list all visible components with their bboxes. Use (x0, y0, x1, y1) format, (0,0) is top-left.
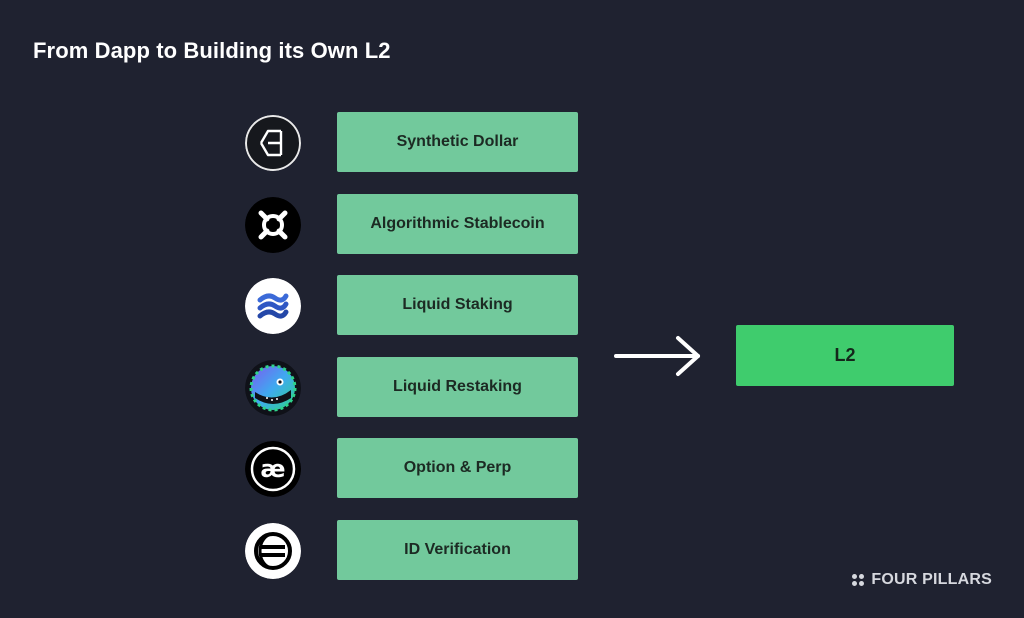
row-label-box: ID Verification (337, 520, 578, 580)
pufferfish-token-icon (245, 360, 301, 416)
row-label-box: Algorithmic Stablecoin (337, 194, 578, 254)
target-box: L2 (736, 325, 954, 386)
row-label-box: Synthetic Dollar (337, 112, 578, 172)
wave-token-icon (245, 278, 301, 334)
x-ring-token-icon (245, 197, 301, 253)
globe-token-icon (245, 523, 301, 579)
brand-logo: FOUR PILLARS (851, 571, 992, 589)
row-label-box: Option & Perp (337, 438, 578, 498)
ae-token-icon: æ (245, 441, 301, 497)
list-item: Synthetic Dollar (245, 112, 580, 174)
brand-name: FOUR PILLARS (871, 571, 992, 588)
list-item: æ Option & Perp (245, 438, 580, 500)
row-label-box: Liquid Restaking (337, 357, 578, 417)
list-item: Algorithmic Stablecoin (245, 194, 580, 256)
svg-text:æ: æ (260, 455, 285, 483)
list-item: Liquid Staking (245, 275, 580, 337)
sigma-token-icon (245, 115, 301, 171)
list-item: Liquid Restaking (245, 357, 580, 419)
list-item: ID Verification (245, 520, 580, 582)
page-title: From Dapp to Building its Own L2 (33, 38, 391, 63)
row-label-box: Liquid Staking (337, 275, 578, 335)
four-dots-icon (851, 573, 865, 587)
right-arrow-icon (612, 333, 704, 379)
